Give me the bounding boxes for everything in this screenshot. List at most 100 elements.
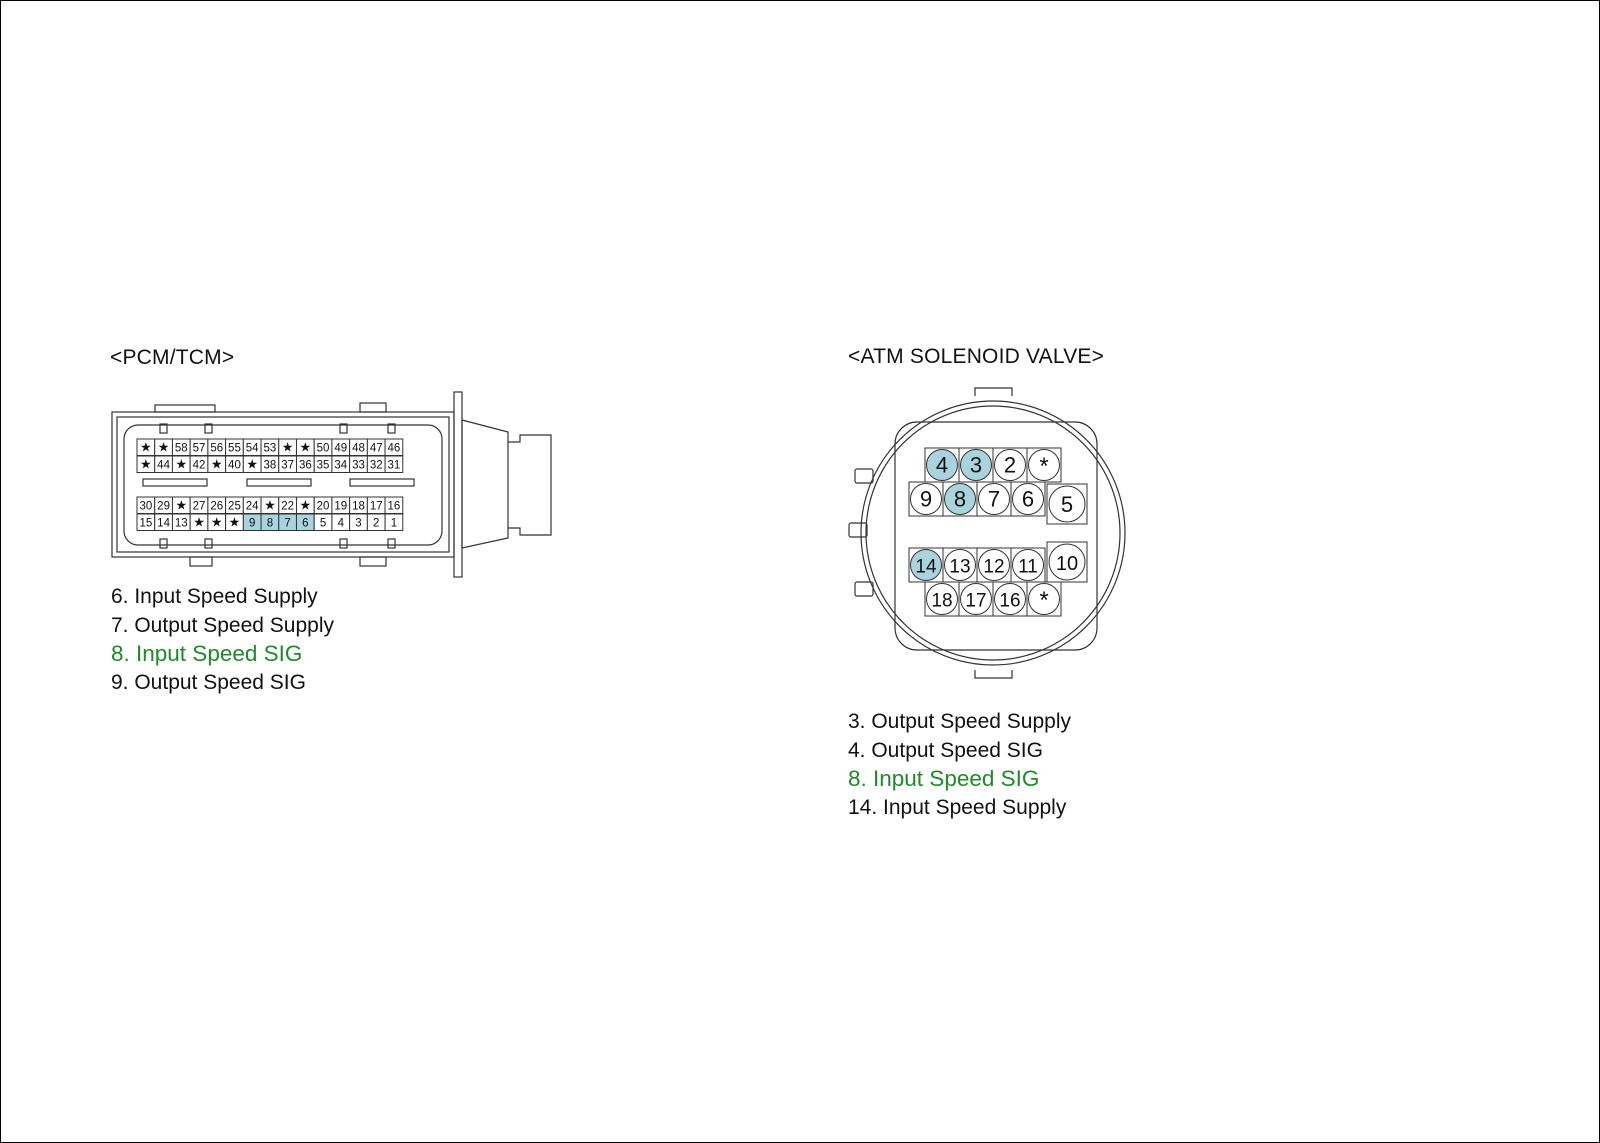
pcm-pin-label: 40 [228,459,241,471]
valve-pin-label: 3 [970,453,982,478]
valve-pin-circle [926,583,958,615]
pcm-pin-star: ★ [300,439,312,454]
valve-legend-item: 14. Input Speed Supply [848,795,1067,819]
pcm-key-notch [204,538,213,549]
valve-legend: 3. Output Speed Supply 4. Output Speed S… [848,708,1071,822]
pcm-pin-label: 58 [175,442,188,454]
pcm-pin-label: 48 [352,442,365,454]
valve-side-tab [854,468,874,484]
valve-side-pin-circle [1048,543,1086,581]
pcm-pin-label: 42 [193,459,206,471]
valve-side-pin-circle [1048,485,1086,523]
pcm-key-notch [339,538,348,549]
pcm-pin-label: 24 [246,500,259,512]
pcm-pin-label: 49 [334,442,347,454]
pcm-pin-star: ★ [175,497,187,512]
pcm-pin-label: 19 [334,500,347,512]
pcm-pin-label: 3 [355,517,361,529]
pcm-pin-label: 13 [175,517,188,529]
pcm-divider-slot [246,478,312,487]
pcm-pin-cell [384,513,404,531]
pcm-pin-label: 7 [284,517,290,529]
pcm-pin-star: ★ [264,497,276,512]
valve-connector-body [848,387,1126,679]
pcm-pin-label: 16 [388,500,401,512]
pcm-pin-star: ★ [300,497,312,512]
valve-bottom-tab [974,670,1013,679]
valve-side-tab [848,522,868,538]
valve-pin-circle [944,549,976,581]
pcm-pin-label: 32 [370,459,383,471]
valve-pin-label: 2 [1004,453,1016,478]
pcm-latch [359,402,387,413]
pcm-pin-label: 34 [334,459,347,471]
pcm-legend-item: 7. Output Speed Supply [111,613,334,637]
pcm-pin-label: 56 [210,442,223,454]
valve-pin-circle [978,483,1010,515]
pcm-pin-label: 30 [139,500,152,512]
pcm-pin-label: 37 [281,459,294,471]
valve-pin-label: 13 [949,557,970,578]
pcm-key-notch [387,538,396,549]
valve-pin-label: 4 [936,453,948,478]
valve-pin-star: * [1039,587,1048,614]
pcm-pin-label: 17 [370,500,383,512]
pcm-pin-star: ★ [140,439,152,454]
pcm-pin-label: 14 [157,517,170,529]
valve-pin-label: 12 [983,557,1004,578]
valve-pin-circle [1012,549,1044,581]
valve-legend-item: 4. Output Speed SIG [848,738,1043,762]
valve-pin-circle [1028,583,1060,615]
pcm-connector-body [111,391,552,578]
valve-pin-label: 14 [915,557,937,578]
pcm-pin-label: 44 [157,459,170,471]
valve-pin-label: 18 [931,591,952,612]
valve-side-pin-label: 5 [1061,492,1073,517]
pcm-pin-label: 27 [193,500,206,512]
valve-housing-inner [865,405,1121,661]
valve-pin-circle [944,483,976,515]
valve-pin-circle [978,549,1010,581]
pcm-pin-label: 8 [267,517,273,529]
pcm-pin-label: 20 [317,500,330,512]
pcm-latch [359,556,387,567]
valve-pin-circle [910,549,942,581]
valve-top-tab [974,387,1013,396]
pcm-pin-label: 46 [388,442,401,454]
valve-pin-circle [926,449,958,481]
pcm-pin-label: 47 [370,442,383,454]
valve-pin-circle [960,449,992,481]
valve-legend-item: 3. Output Speed Supply [848,710,1071,733]
pcm-divider-slot [349,478,415,487]
valve-pin-circle [910,483,942,515]
pcm-pin-label: 6 [302,517,308,529]
pcm-pin-label: 53 [264,442,277,454]
pcm-pin-label: 15 [139,517,152,529]
pcm-pin-star: ★ [246,456,258,471]
pcm-pin-label: 31 [388,459,401,471]
pcm-pin-star: ★ [282,439,294,454]
valve-pin-star: * [1039,453,1048,480]
valve-side-tab [854,581,874,597]
valve-pin-label: 17 [965,591,986,612]
pcm-pin-label: 54 [246,442,259,454]
pcm-cavity [123,424,443,546]
pcm-pin-label: 35 [317,459,330,471]
pcm-pin-star: ★ [229,514,241,529]
pcm-pin-label: 26 [210,500,223,512]
pcm-pin-label: 25 [228,500,241,512]
valve-pin-circle [994,583,1026,615]
pcm-legend-item: 6. Input Speed Supply [111,585,318,608]
pcm-pin-star: ★ [211,514,223,529]
valve-pin-label: 16 [999,591,1020,612]
pcm-pin-label: 9 [249,517,255,529]
valve-pin-circle [960,583,992,615]
pcm-pin-star: ★ [158,439,170,454]
pcm-housing-inner [116,416,450,553]
pcm-pin-label: 33 [352,459,365,471]
pcm-pin-label: 4 [338,517,345,529]
